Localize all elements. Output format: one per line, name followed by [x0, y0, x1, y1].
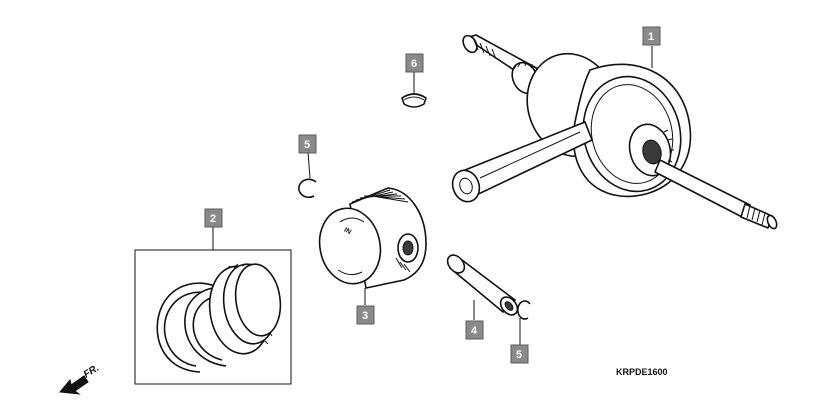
key-body	[401, 93, 427, 108]
crankshaft	[451, 34, 778, 230]
piston-pin-bore	[402, 240, 414, 256]
crankshaft-right-tip	[740, 203, 773, 229]
woodruff-key	[401, 93, 427, 108]
crankshaft-right-gear-teeth	[663, 129, 674, 172]
leader-5-upper	[307, 151, 311, 179]
crankshaft-right-shaft	[654, 159, 751, 219]
connecting-rod-small-bore	[459, 177, 473, 195]
piston-pin-clip-lower	[516, 300, 531, 320]
callout-3-box	[356, 305, 375, 325]
connecting-rod-small-end	[451, 169, 481, 203]
callout-6: 6	[405, 53, 424, 73]
piston-in-mark: IN	[343, 227, 353, 237]
callout-3: 3	[356, 305, 375, 325]
crankshaft-gear-teeth	[512, 61, 539, 79]
piston-pin-hole	[504, 301, 514, 311]
callout-6-label: 6	[411, 58, 417, 70]
key-edge	[403, 96, 425, 101]
callout-1-box	[642, 26, 661, 46]
piston-ring-grooves	[351, 189, 409, 203]
front-direction-indicator: FR.	[59, 363, 101, 395]
leader-lines	[212, 46, 653, 345]
crankshaft-left-thread	[462, 34, 478, 54]
piston-valve-reliefs	[337, 217, 365, 276]
connecting-rod-web-line	[479, 131, 581, 179]
callout-5-upper-box	[298, 134, 317, 154]
piston-boss-ribs	[395, 257, 411, 273]
callout-5-upper: 5	[298, 134, 317, 154]
clip-lower-ring	[516, 300, 531, 320]
crankshaft-right-end	[766, 214, 778, 230]
oil-ring-rail-upper	[234, 263, 282, 337]
diagram-code: KRPDE1600	[616, 367, 668, 377]
callout-5-lower-label: 5	[516, 349, 522, 361]
crankshaft-right-thread-lines	[746, 205, 766, 226]
front-arrow-icon	[59, 375, 89, 395]
crankshaft-left-thread-lines	[473, 39, 497, 60]
callout-5-lower: 5	[510, 344, 529, 364]
piston-pin-clip-upper	[298, 178, 317, 199]
clip-upper-ring	[298, 178, 317, 199]
callout-2-box	[204, 208, 223, 228]
callout-2-label: 2	[210, 213, 216, 225]
callout-5-lower-box	[510, 344, 529, 364]
callout-6-box	[405, 53, 424, 73]
callout-4-box	[465, 320, 484, 340]
callout-1-label: 1	[648, 31, 654, 43]
callout-2: 2	[204, 208, 223, 228]
crankshaft-web-inner	[590, 84, 674, 184]
piston-crown	[318, 207, 382, 285]
piston: IN	[318, 187, 427, 289]
piston-pin	[446, 254, 519, 316]
callout-5-upper-label: 5	[304, 139, 310, 151]
callout-1: 1	[642, 26, 661, 46]
callout-4: 4	[465, 320, 484, 340]
callout-4-label: 4	[471, 325, 478, 337]
piston-pin-end-far	[446, 254, 466, 274]
callout-3-label: 3	[362, 310, 368, 322]
crankshaft-right-bore	[642, 139, 662, 165]
piston-ring-set	[134, 249, 292, 385]
